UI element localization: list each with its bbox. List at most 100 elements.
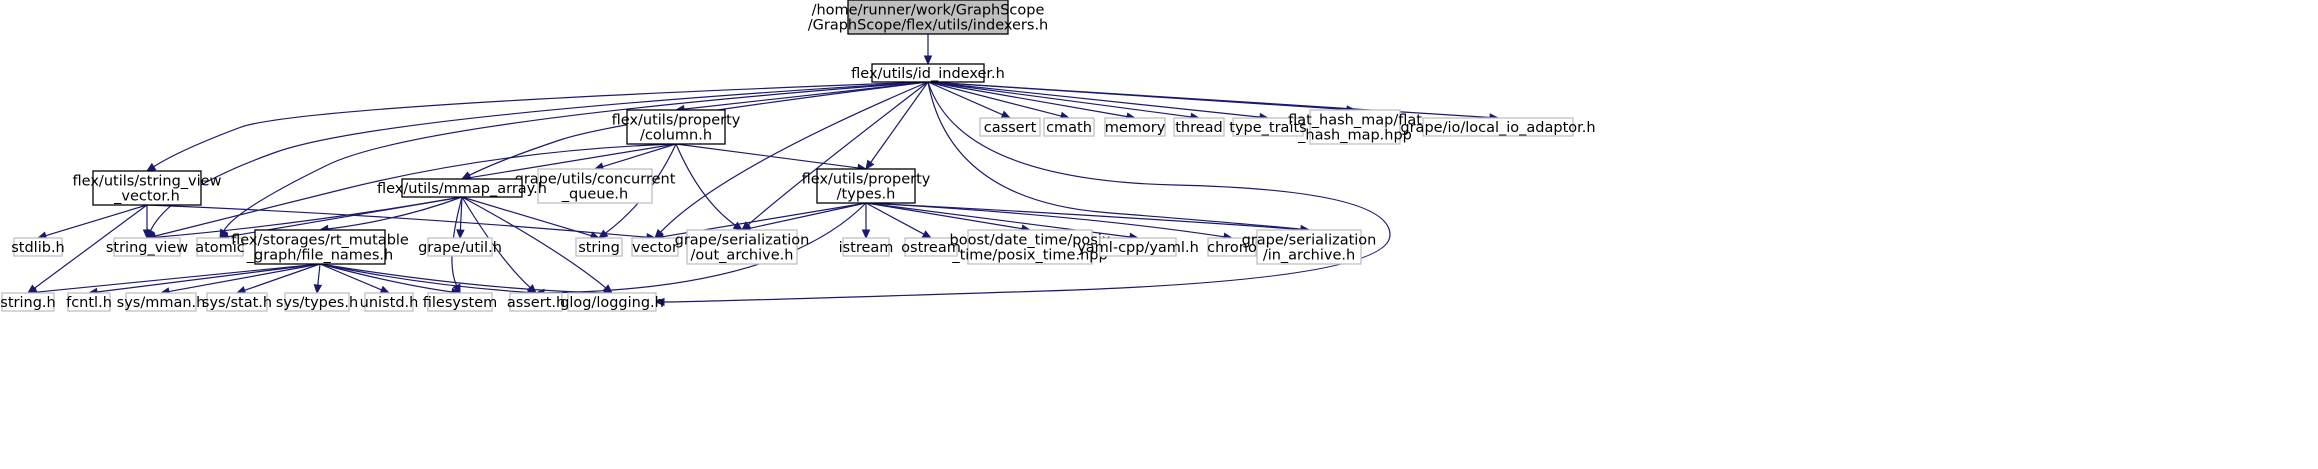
edge-id_indexer-to-property_types: [870, 81, 929, 163]
edge-id_indexer-to-flat_hash_map: [927, 81, 1348, 111]
node-label: atomic: [195, 240, 245, 256]
node-label: _queue.h: [561, 187, 628, 203]
node-label: /home/runner/work/GraphScope: [812, 3, 1045, 19]
node-property_types[interactable]: flex/utils/property/types.h: [802, 168, 931, 204]
edge-file_names-to-sys_types: [317, 263, 321, 286]
node-box: [816, 168, 916, 204]
node-label: cmath: [1046, 120, 1092, 136]
node-label: type_traits: [1229, 120, 1306, 136]
node-root[interactable]: /home/runner/work/GraphScope/GraphScope/…: [808, 0, 1049, 35]
node-box: [196, 237, 244, 257]
node-box: [1043, 117, 1095, 137]
node-filesystem: filesystem: [423, 292, 498, 312]
node-assert: assert.h: [507, 292, 565, 312]
node-ostream: ostream: [901, 237, 961, 257]
node-id_indexer[interactable]: flex/utils/id_indexer.h: [851, 63, 1005, 83]
edge-id_indexer-to-vector: [660, 81, 929, 233]
node-box: [537, 168, 653, 204]
node-string_h: string.h: [0, 292, 56, 312]
node-file_names[interactable]: flex/storages/rt_mutable_graph/file_name…: [231, 229, 409, 265]
node-box: [1, 292, 55, 312]
node-box: [979, 117, 1041, 137]
node-label: istream: [839, 240, 894, 256]
node-label: sys/stat.h: [202, 295, 272, 311]
node-label: _hash_map.hpp: [1297, 128, 1412, 144]
node-box: [364, 292, 414, 312]
edge-mmap_array-to-assert: [461, 196, 531, 289]
edge-id_indexer-to-thread: [927, 81, 1192, 118]
node-label: vector: [632, 240, 678, 256]
node-label: grape/serialization: [675, 233, 810, 249]
node-label: fcntl.h: [66, 295, 112, 311]
edge-id_indexer-to-out_archive: [747, 81, 929, 226]
node-box: [626, 109, 726, 145]
node-label: sys/mman.h: [117, 295, 206, 311]
node-property_column[interactable]: flex/utils/property/column.h: [612, 109, 741, 145]
node-string_view: string_view: [106, 237, 188, 257]
node-glog: glog/logging.h: [560, 292, 664, 312]
edge-arrowhead: [923, 55, 933, 66]
edge-string_view_vector-to-stdlib: [45, 204, 148, 237]
node-box: [686, 229, 798, 265]
edge-file_names-to-fcntl: [96, 263, 321, 293]
edge-arrowhead: [145, 162, 157, 172]
node-label: ostream: [901, 240, 961, 256]
edge-file_names-to-sys_mman: [168, 263, 321, 293]
node-vector: vector: [631, 237, 679, 257]
node-box: [206, 292, 268, 312]
node-sys_stat: sys/stat.h: [202, 292, 272, 312]
node-out_archive: grape/serialization/out_archive.h: [675, 229, 810, 265]
node-box: [1232, 117, 1304, 137]
edge-arrowhead: [865, 159, 875, 171]
node-box: [631, 237, 679, 257]
node-posix_time: boost/date_time/posix_time/posix_time.hp…: [950, 229, 1111, 265]
edge-property_column-to-concurrent_queue: [602, 143, 677, 168]
node-label: chrono: [1207, 240, 1257, 256]
edge-arrowhead: [452, 283, 461, 295]
node-concurrent_queue: grape/utils/concurrent_queue.h: [515, 168, 676, 204]
node-unistd: unistd.h: [360, 292, 418, 312]
node-label: thread: [1175, 120, 1223, 136]
edge-mmap_array-to-string: [461, 196, 592, 237]
node-sys_mman: sys/mman.h: [117, 292, 206, 312]
node-box: [284, 292, 350, 312]
node-local_io_adaptor: grape/io/local_io_adaptor.h: [1400, 117, 1596, 137]
node-label: /column.h: [640, 128, 712, 144]
edge-property_column-to-out_archive: [675, 143, 736, 226]
edge-file_names-to-unistd: [319, 263, 382, 291]
edge-id_indexer-to-cassert: [927, 81, 1003, 116]
edges-layer: [26, 34, 1500, 307]
node-cassert: cassert: [979, 117, 1041, 137]
node-stdlib: stdlib.h: [11, 237, 65, 257]
node-label: string.h: [0, 295, 55, 311]
node-mmap_array[interactable]: flex/utils/mmap_array.h: [377, 178, 547, 198]
node-box: [1099, 237, 1177, 257]
node-label: stdlib.h: [11, 240, 65, 256]
edge-id_indexer-to-atomic: [223, 81, 929, 232]
edge-mmap_array-to-glog: [461, 196, 607, 289]
node-label: _time/posix_time.hpp: [951, 248, 1107, 264]
edge-mmap_array-to-string_view: [154, 196, 463, 238]
edge-arrowhead: [921, 230, 933, 239]
node-box: [254, 229, 386, 265]
node-box: [1207, 237, 1257, 257]
node-box: [567, 292, 657, 312]
node-string_view_vector[interactable]: flex/utils/string_view_vector.h: [73, 170, 222, 206]
edge-file_names-to-filesystem: [319, 263, 453, 293]
node-label: /GraphScope/flex/utils/indexers.h: [808, 18, 1049, 34]
node-label: grape/utils/concurrent: [515, 172, 676, 188]
edge-property_types-to-posix_time: [865, 202, 1023, 230]
node-in_archive: grape/serialization/in_archive.h: [1242, 229, 1376, 265]
edge-property_types-to-ostream: [865, 202, 925, 235]
node-string: string: [575, 237, 623, 257]
edge-arrowhead: [379, 285, 391, 294]
node-istream: istream: [839, 237, 894, 257]
node-label: filesystem: [423, 295, 498, 311]
node-box: [1422, 117, 1574, 137]
node-box: [1256, 229, 1362, 265]
node-box: [575, 237, 623, 257]
node-grape_util: grape/util.h: [418, 237, 502, 257]
edge-file_names-to-assert: [319, 263, 529, 294]
node-label: flex/storages/rt_mutable: [231, 233, 409, 249]
